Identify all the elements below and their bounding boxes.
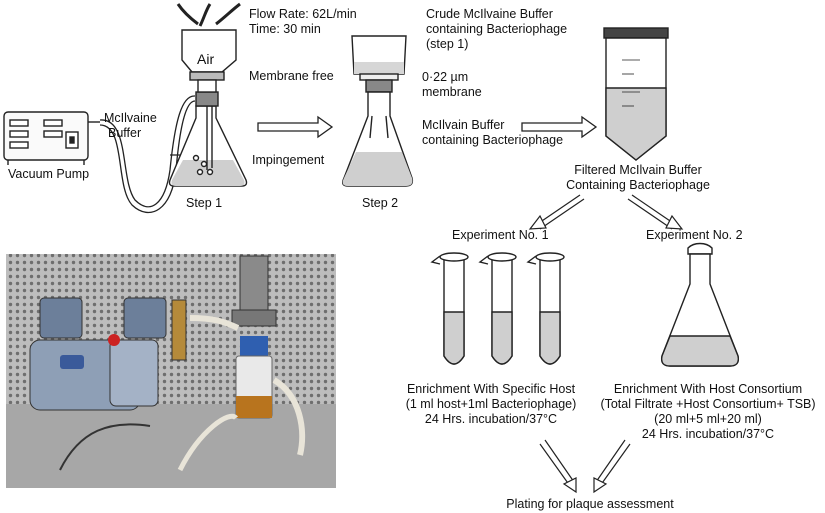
crude-buffer-line1: Crude McIlvaine Buffer bbox=[426, 7, 553, 21]
erlenmeyer-flask bbox=[660, 242, 740, 367]
membrane-free-label: Membrane free bbox=[249, 69, 334, 83]
membrane-size-line2: membrane bbox=[422, 85, 482, 99]
test-tube-2 bbox=[478, 252, 517, 365]
air-label: Air bbox=[197, 51, 215, 67]
step2-label: Step 2 bbox=[362, 196, 399, 210]
branch-arrows bbox=[528, 194, 684, 494]
plating-label: Plating for plaque assessment bbox=[506, 497, 674, 511]
crude-buffer-line2: containing Bacteriophage bbox=[426, 22, 568, 36]
filtered-line2: Containing Bacteriophage bbox=[566, 178, 710, 192]
test-tube-3 bbox=[526, 252, 565, 365]
filtration-flask bbox=[341, 91, 414, 187]
enrichment-2-line4: 24 Hrs. incubation/37°C bbox=[641, 427, 775, 441]
mcilvaine-label-line2: Buffer bbox=[108, 126, 142, 140]
enrichment-1-line2: (1 ml host+1ml Bacteriophage) bbox=[405, 397, 577, 411]
enrichment-2-line1: Enrichment With Host Consortium bbox=[613, 382, 803, 396]
test-tubes bbox=[430, 252, 565, 365]
vacuum-pump-drawing bbox=[3, 111, 100, 165]
apparatus-photo bbox=[6, 254, 336, 488]
time-label: Time: 30 min bbox=[249, 22, 321, 36]
membrane-size-line1: 0·22 µm bbox=[422, 70, 469, 84]
hollow-arrows bbox=[257, 115, 598, 139]
enrichment-2-line2: (Total Filtrate +Host Consortium+ TSB) bbox=[600, 397, 816, 411]
enrichment-2-line3: (20 ml+5 ml+20 ml) bbox=[654, 412, 762, 426]
enrichment-1-line3: 24 Hrs. incubation/37°C bbox=[424, 412, 558, 426]
filtration-funnel bbox=[351, 35, 407, 93]
centrifuge-tube bbox=[603, 27, 669, 161]
experiment-2-label: Experiment No. 2 bbox=[646, 228, 743, 242]
crude-buffer-line3: (step 1) bbox=[426, 37, 469, 51]
mcilvaine-label-line1: McIlvaine bbox=[104, 111, 157, 125]
step1-label: Step 1 bbox=[186, 196, 223, 210]
air-sampler-funnel bbox=[176, 2, 241, 93]
enrichment-1-line1: Enrichment With Specific Host bbox=[406, 382, 576, 396]
mcilvain-bp-line1: McIlvain Buffer bbox=[422, 118, 505, 132]
mcilvain-bp-line2: containing Bacteriophage bbox=[422, 133, 564, 147]
impinger-flask bbox=[168, 91, 248, 187]
test-tube-1 bbox=[430, 252, 469, 365]
impingement-label: Impingement bbox=[252, 153, 325, 167]
filtered-line1: Filtered McIlvain Buffer bbox=[574, 163, 702, 177]
flow-rate-label: Flow Rate: 62L/min bbox=[249, 7, 357, 21]
vacuum-pump-label: Vacuum Pump bbox=[8, 167, 90, 181]
experiment-1-label: Experiment No. 1 bbox=[452, 228, 549, 242]
